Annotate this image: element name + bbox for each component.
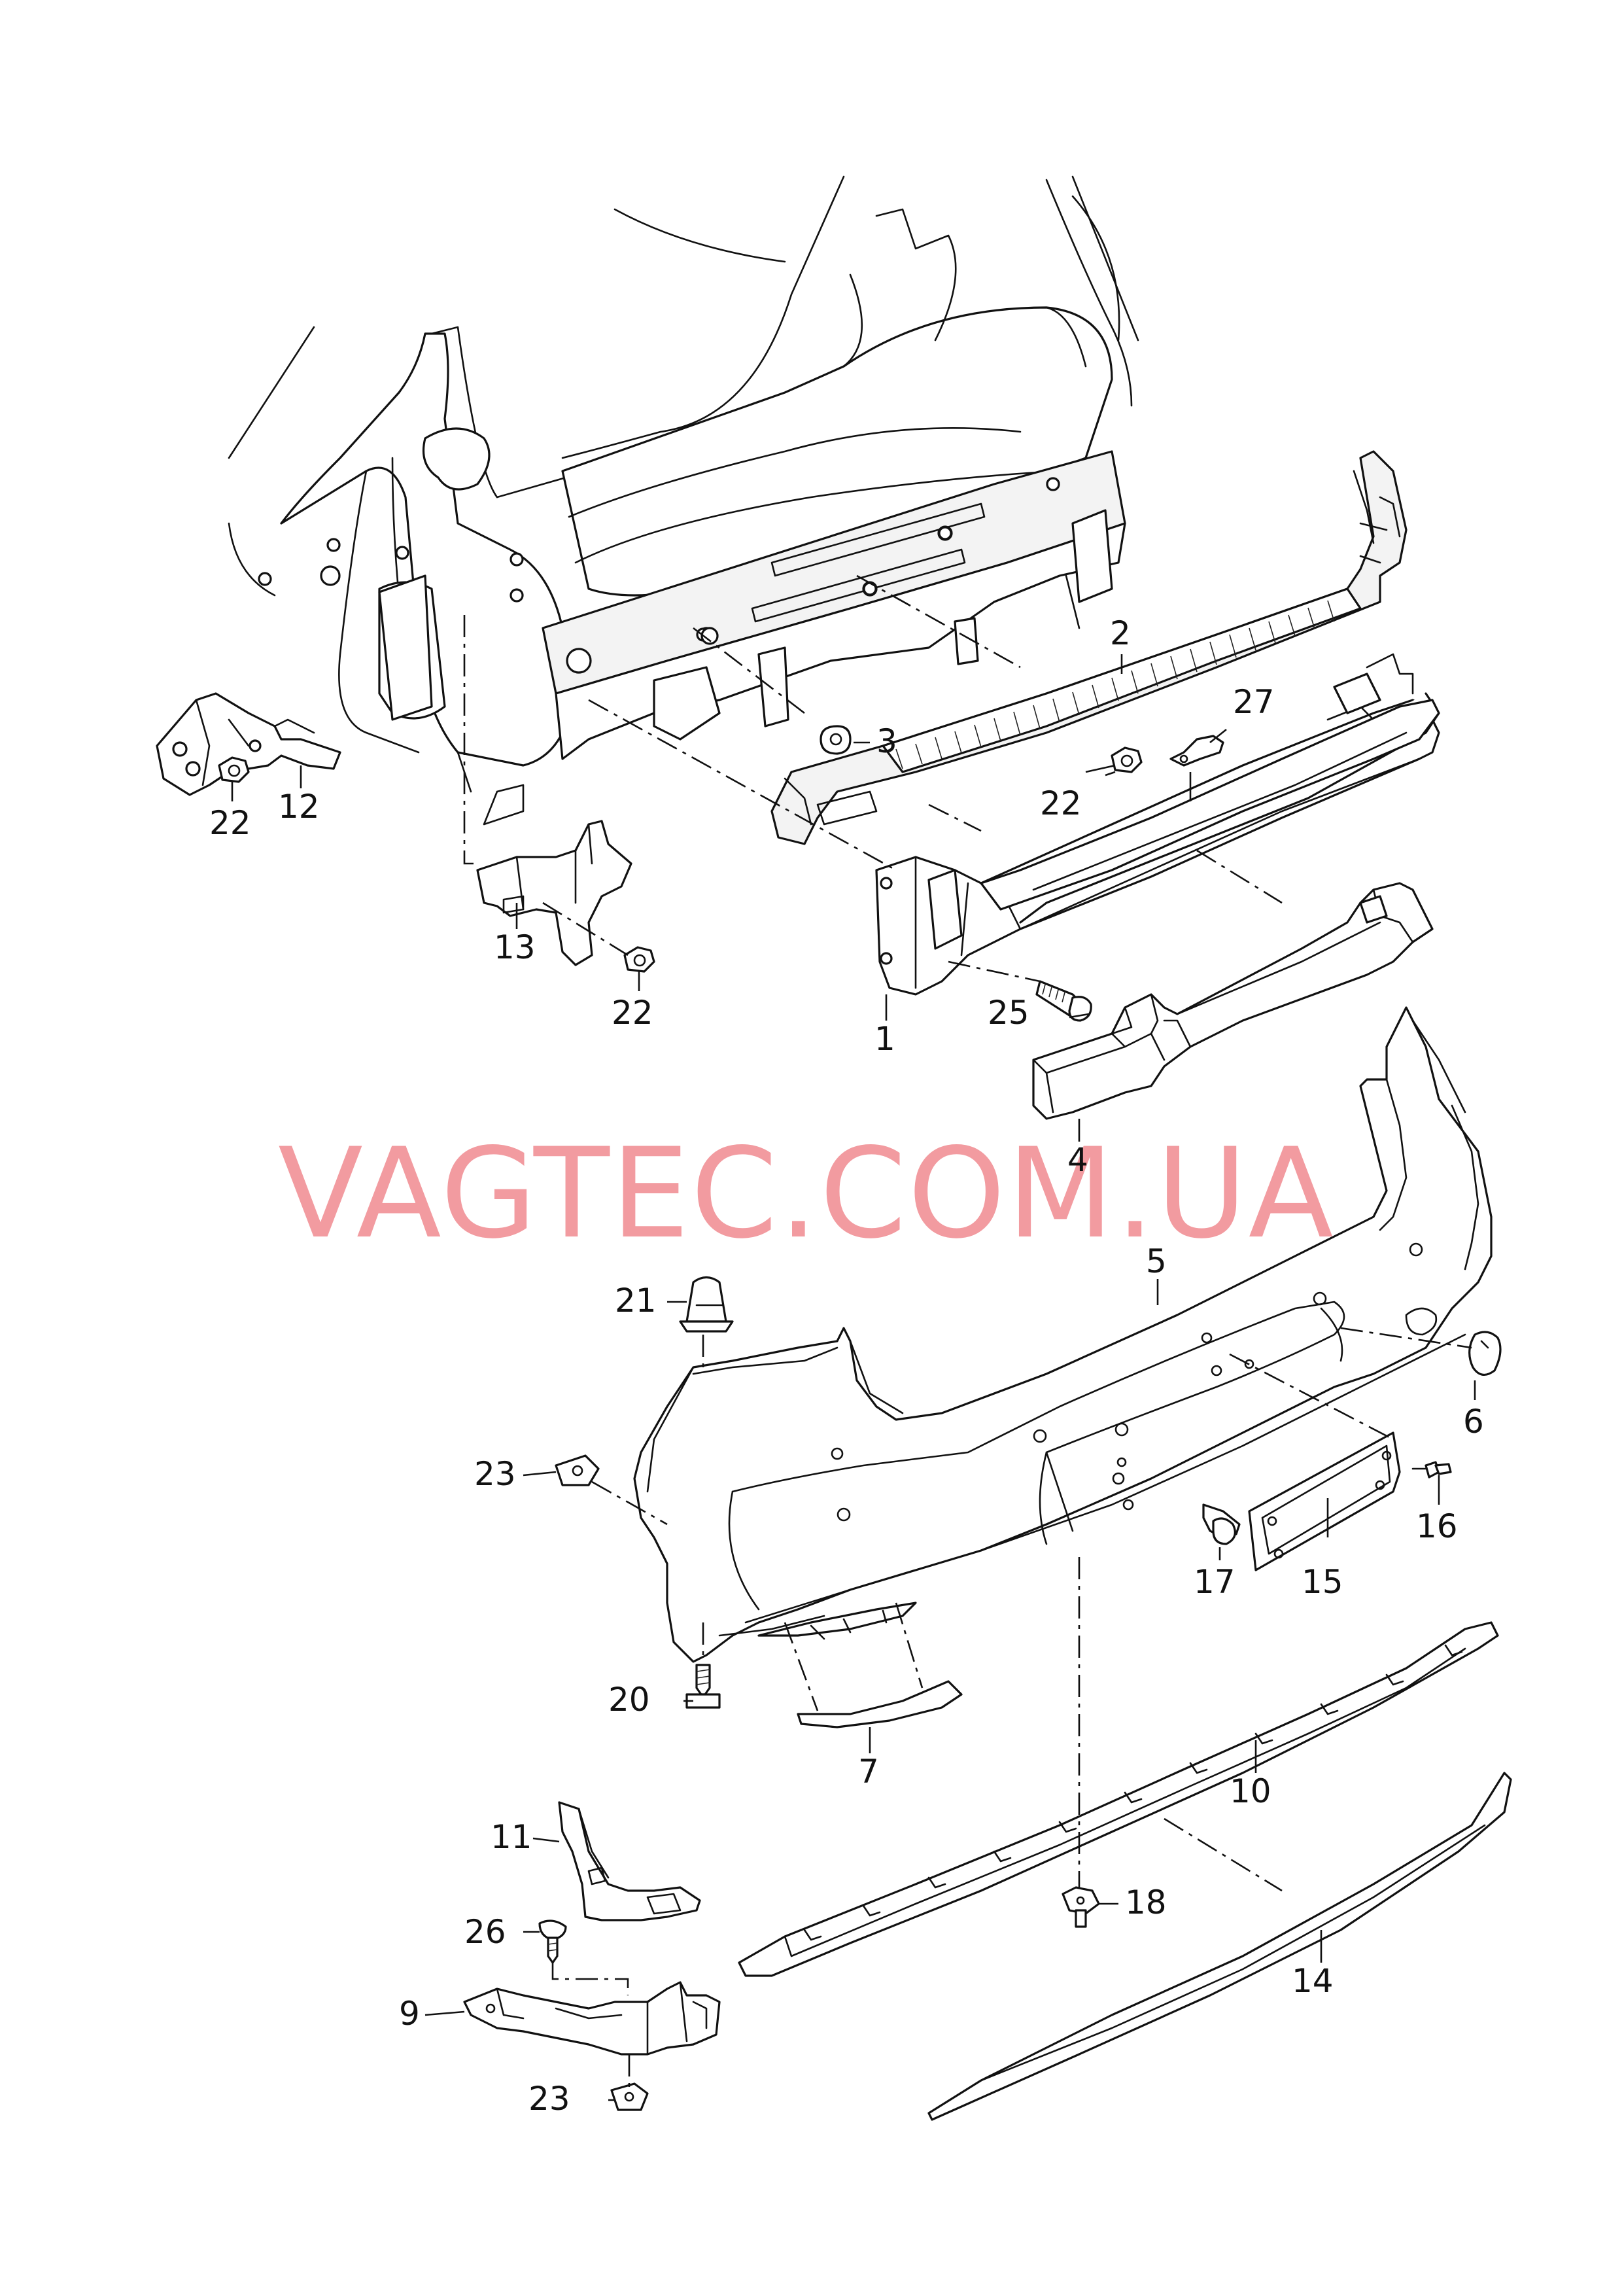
part-2-impact-absorber (770, 450, 1408, 845)
callout-21: 21 (615, 1282, 657, 1320)
callout-14: 14 (1292, 1962, 1334, 2000)
callout-labels: 1 2 3 4 5 6 7 9 10 11 12 13 14 15 16 17 … (209, 614, 1484, 2118)
callout-7: 7 (858, 1753, 879, 1791)
callout-23-b: 23 (528, 2080, 570, 2118)
part-5-bumper-cover (633, 1006, 1493, 1663)
part-6-tow-cover (1468, 1331, 1502, 1376)
callout-2: 2 (1110, 614, 1131, 652)
callout-23-a: 23 (474, 1455, 516, 1493)
callout-1: 1 (874, 1020, 895, 1058)
body-bolt-icons (258, 477, 1060, 645)
part-4-absorber-lower (1032, 882, 1434, 1120)
callout-22-a: 22 (209, 804, 251, 842)
part-3-clip (820, 725, 852, 755)
callout-20: 20 (608, 1681, 650, 1719)
part-7-reflector (797, 1680, 963, 1728)
callout-25: 25 (988, 994, 1029, 1032)
part-10-lower-trim (738, 1621, 1499, 1977)
callout-17: 17 (1194, 1563, 1235, 1601)
assembly-centerlines (463, 574, 1472, 2087)
callout-4: 4 (1067, 1141, 1088, 1179)
callout-13: 13 (494, 928, 536, 966)
callout-12: 12 (278, 788, 320, 826)
part-26-screw (538, 1919, 567, 1964)
callout-18: 18 (1125, 1883, 1167, 1921)
callout-27: 27 (1233, 683, 1275, 721)
part-23-clip-nut-a (555, 1454, 600, 1486)
callout-16: 16 (1416, 1507, 1458, 1545)
callout-22-b: 22 (612, 994, 653, 1032)
part-13-bracket (476, 820, 632, 966)
part-22-nut-a (218, 756, 250, 783)
callout-11: 11 (491, 1818, 532, 1856)
part-17-bolt (1202, 1503, 1241, 1545)
callout-6: 6 (1463, 1403, 1484, 1441)
part-20-screw (685, 1664, 721, 1709)
lower-trim-clip-tabs (803, 1644, 1463, 1941)
part-22-nut-b (623, 946, 655, 973)
callout-leader-lines (231, 654, 1476, 2101)
callout-10: 10 (1230, 1772, 1271, 1810)
beam-upper-rail (980, 673, 1440, 911)
part-27-clip (1169, 735, 1224, 767)
callout-15: 15 (1302, 1563, 1343, 1601)
callout-9: 9 (399, 1995, 420, 2033)
absorber-hatch-lines (895, 600, 1335, 769)
callout-26: 26 (464, 1913, 506, 1951)
part-21-clip (679, 1276, 734, 1333)
callout-3: 3 (876, 722, 897, 760)
part-23-clip-nut-b (610, 2082, 649, 2111)
callout-5: 5 (1146, 1242, 1167, 1280)
callout-22-c: 22 (1040, 784, 1082, 822)
part-12-bracket (156, 692, 341, 796)
watermark-text: VAGTEC.COM.UA (278, 1121, 1335, 1266)
part-22-nut-c (1111, 746, 1143, 773)
vehicle-body-rear-section (228, 175, 1139, 826)
part-16-rivet (1411, 1461, 1452, 1479)
part-11-bracket (558, 1801, 701, 1921)
part-15-plate-holder (1248, 1431, 1401, 1571)
part-14-trim-strip (927, 1772, 1512, 2121)
part-9-guide-bracket (463, 1981, 721, 2056)
part-18-clip-nut (1062, 1886, 1100, 1928)
